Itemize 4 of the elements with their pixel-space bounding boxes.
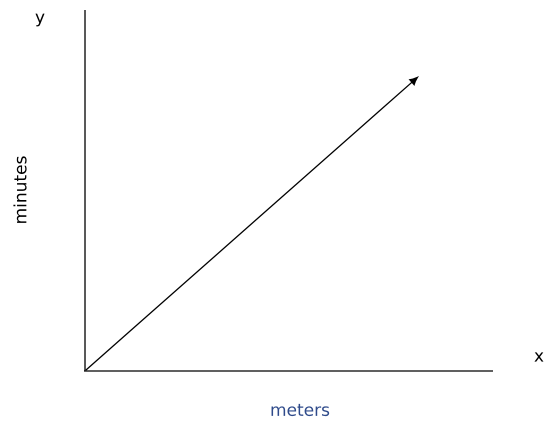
axis-label: meters — [272, 404, 330, 416]
axis-label: x — [534, 352, 544, 362]
axis-label: minutes — [13, 156, 27, 223]
axis-label: y — [35, 14, 45, 26]
